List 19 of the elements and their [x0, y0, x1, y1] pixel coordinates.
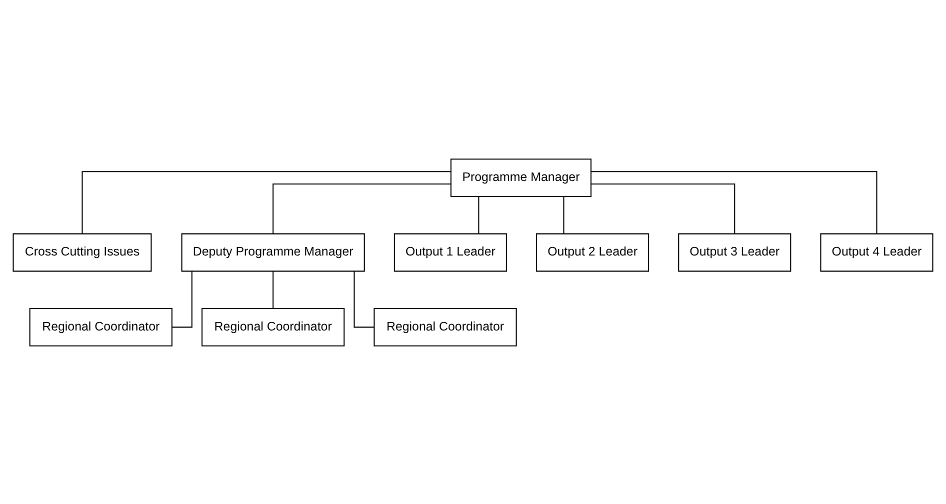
node-box: Output 4 Leader: [820, 232, 934, 272]
connector: [591, 183, 736, 234]
connector: [354, 270, 374, 328]
connector: [272, 183, 451, 234]
node-box: Programme Manager: [450, 158, 592, 196]
connector: [172, 270, 192, 328]
node-box: Output 3 Leader: [678, 232, 792, 272]
node-box: Regional Coordinator: [202, 308, 345, 346]
connector: [591, 170, 878, 234]
connector: [563, 196, 564, 233]
connector: [272, 270, 274, 308]
node-box: Regional Coordinator: [29, 308, 172, 346]
node-box: Deputy Programme Manager: [181, 232, 365, 272]
connector: [478, 196, 480, 233]
node-box: Output 1 Leader: [394, 232, 507, 272]
node-box: Output 2 Leader: [536, 232, 650, 272]
connector: [82, 170, 450, 234]
node-box: Regional Coordinator: [374, 308, 517, 346]
node-box: Cross Cutting Issues: [12, 232, 152, 272]
